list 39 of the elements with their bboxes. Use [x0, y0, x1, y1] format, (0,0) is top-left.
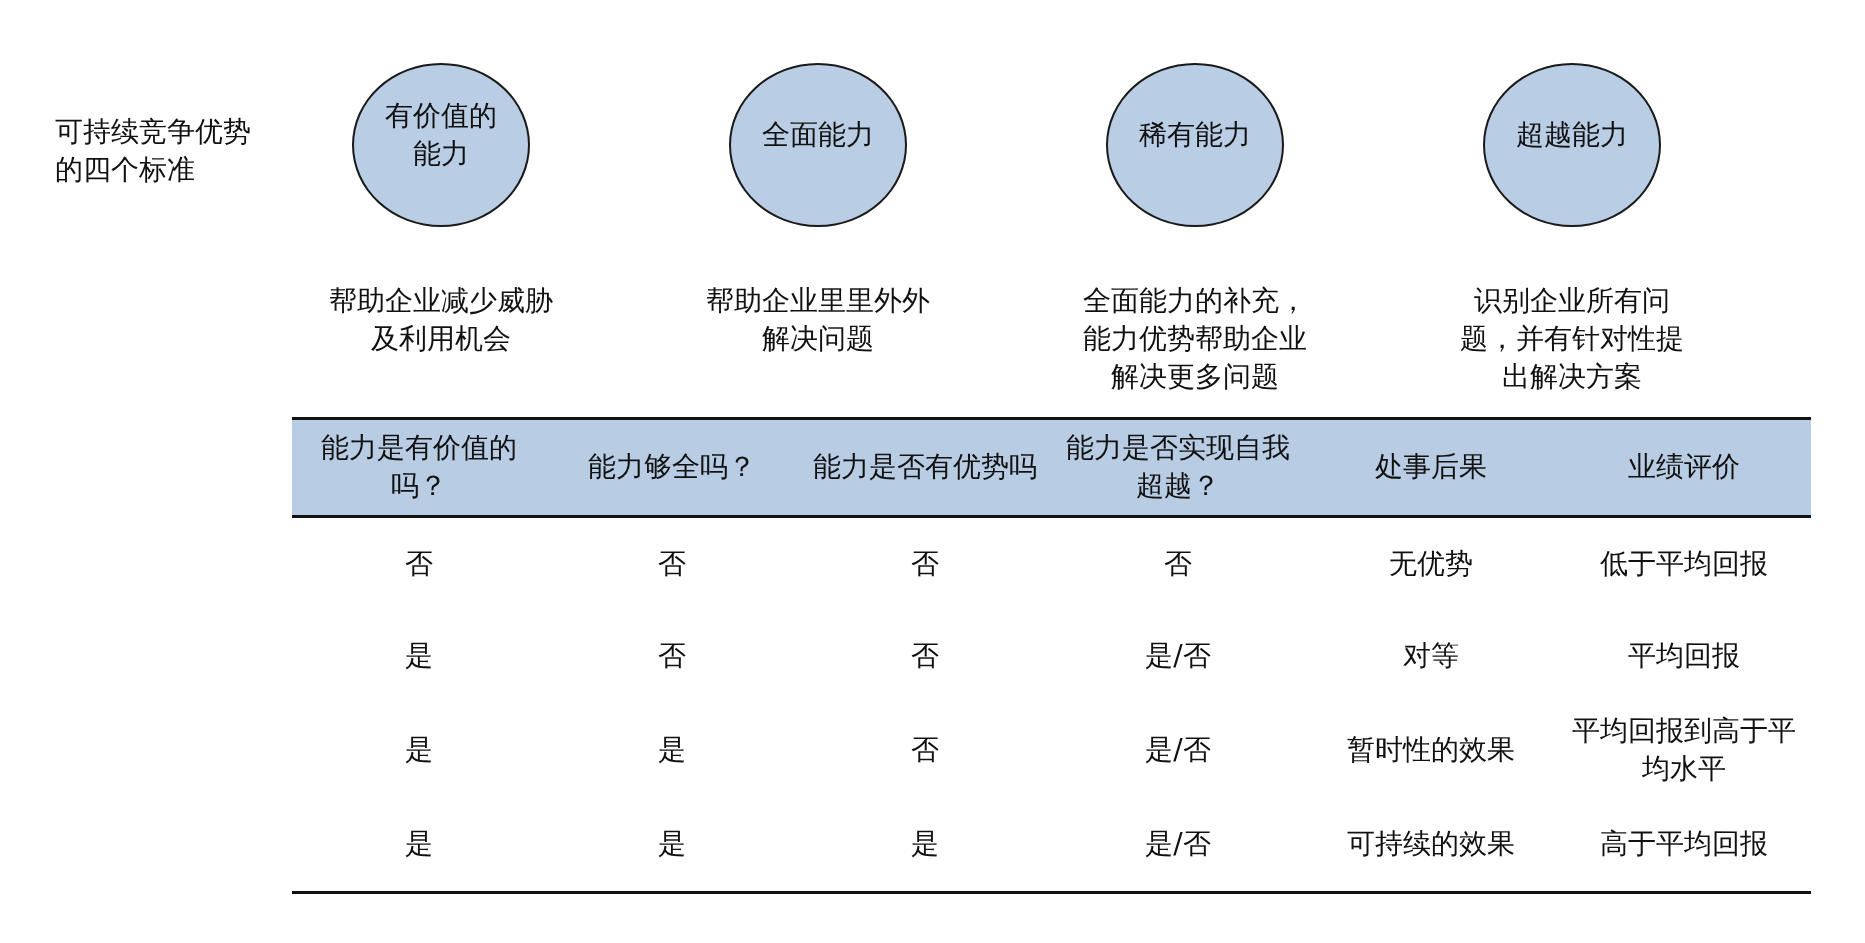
table-cell-text: 暂时性的效果	[1346, 732, 1517, 768]
table-cell-text: 是	[656, 732, 687, 768]
row-heading: 可持续竞争优势的四个标准	[55, 114, 252, 188]
table-cell-text: 是	[656, 826, 687, 862]
table-cell-text: 是/否	[1144, 732, 1212, 768]
table-cell-text: 无优势	[1388, 546, 1475, 582]
column-header: 能力是否实现自我超越？	[1065, 430, 1292, 504]
description-text: 识别企业所有问题，并有针对性提出解决方案	[1459, 283, 1685, 395]
column-header: 业绩评价	[1627, 449, 1742, 485]
description-text: 帮助企业里里外外解决问题	[705, 283, 931, 357]
table-cell-text: 否	[909, 638, 940, 674]
table-cell-text: 是	[403, 638, 434, 674]
table-cell-text: 可持续的效果	[1346, 826, 1517, 862]
table-cell-text: 否	[656, 546, 687, 582]
column-header: 能力够全吗？	[586, 449, 757, 485]
table-cell-text: 低于平均回报	[1599, 546, 1770, 582]
table-cell-text: 平均回报	[1627, 638, 1742, 674]
table-cell-text: 对等	[1402, 638, 1461, 674]
description-text: 全面能力的补充，能力优势帮助企业解决更多问题	[1082, 283, 1308, 395]
table-cell-text: 否	[909, 546, 940, 582]
table-cell-text: 否	[1163, 546, 1194, 582]
table-cell-text: 是/否	[1144, 826, 1212, 862]
table-cell-text: 否	[909, 732, 940, 768]
column-header: 能力是否有优势吗	[811, 449, 1038, 485]
criterion-circle: 有价值的能力	[352, 63, 530, 227]
criterion-circle: 全面能力	[729, 63, 907, 227]
criterion-circle: 超越能力	[1483, 63, 1661, 227]
table-cell-text: 是	[403, 826, 434, 862]
description-text: 帮助企业减少威胁及利用机会	[328, 283, 554, 357]
table-cell-text: 是/否	[1144, 638, 1212, 674]
table-cell-text: 否	[656, 638, 687, 674]
column-header: 处事后果	[1374, 449, 1489, 485]
table-cell-text: 是	[403, 732, 434, 768]
table-cell-text: 高于平均回报	[1599, 826, 1770, 862]
table-cell-text: 是	[909, 826, 940, 862]
table-cell-text: 平均回报到高于平均水平	[1571, 713, 1798, 787]
column-header: 能力是有价值的吗？	[319, 430, 518, 504]
criterion-circle: 稀有能力	[1106, 63, 1284, 227]
table-cell-text: 否	[403, 546, 434, 582]
